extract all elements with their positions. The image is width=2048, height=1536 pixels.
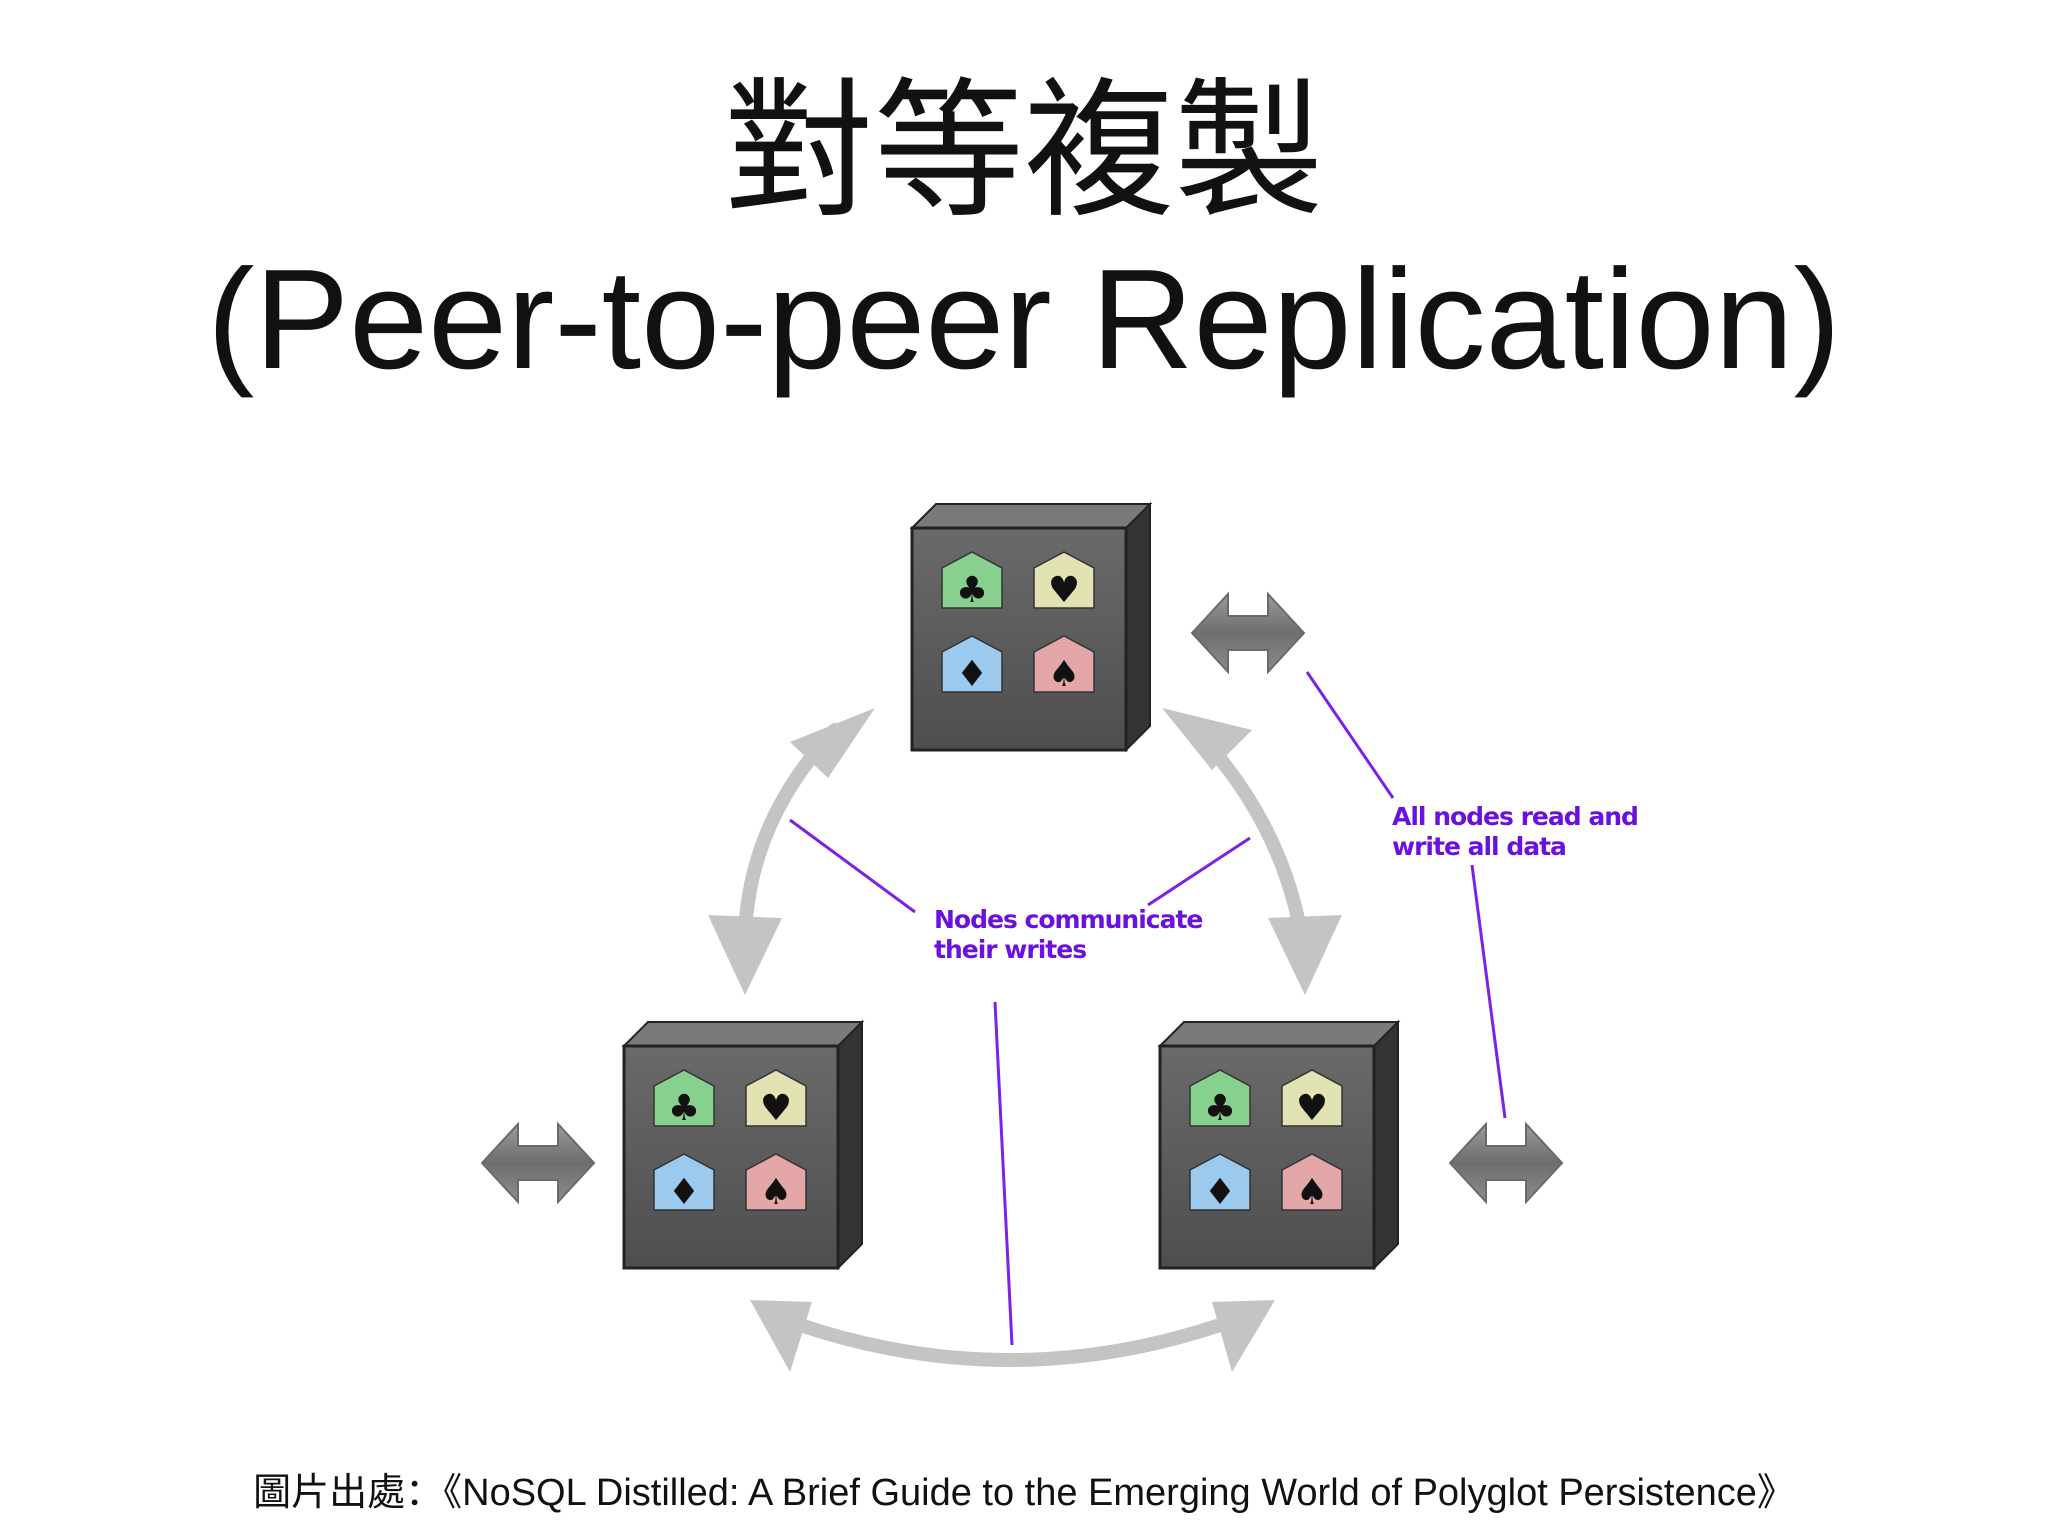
shard-club: [1189, 1069, 1251, 1127]
shard-diamond: [1189, 1153, 1251, 1211]
heart-icon: ♥: [1048, 570, 1080, 611]
image-source-caption: 圖片出處：《NoSQL Distilled: A Brief Guide to …: [253, 1472, 1795, 1514]
arrowhead-top-right: [1162, 708, 1252, 770]
leader-line-bottom: [993, 1001, 1014, 1346]
annotation-communicate-line2: their writes: [934, 935, 1086, 964]
shard-heart: [1281, 1069, 1343, 1127]
arrowhead-bottom-left: [708, 915, 782, 995]
slide-title-chinese: 對等複製: [723, 65, 1324, 239]
nodes: ♣ ♥ ♦ ♠ ♣ ♥ ♦ ♠ ♣ ♥ ♦ ♠: [621, 501, 1401, 1271]
diamond-icon: ♦: [668, 1172, 700, 1213]
arrowhead-bottom-left-2: [750, 1300, 812, 1372]
leader-line-right: [1147, 836, 1251, 907]
arrowhead-bottom-right-2: [1212, 1300, 1275, 1372]
annotation-communicate-line1: Nodes communicate: [934, 905, 1202, 934]
leader-line-top-right: [1305, 671, 1395, 799]
client-arrow-right: [1448, 1121, 1564, 1205]
shard-spade: [1033, 635, 1095, 693]
spade-icon: ♠: [1048, 654, 1080, 695]
client-arrow-top: [1190, 591, 1306, 675]
club-icon: ♣: [1204, 1088, 1236, 1129]
arrowhead-top-left: [790, 708, 875, 778]
node-bottom-right: ♣ ♥ ♦ ♠: [1157, 1019, 1401, 1271]
leader-line-left: [789, 818, 916, 914]
shard-club: [653, 1069, 715, 1127]
shard-heart: [745, 1069, 807, 1127]
shard-diamond: [653, 1153, 715, 1211]
diamond-icon: ♦: [1204, 1172, 1236, 1213]
replication-arrow-bottom: [793, 1318, 1227, 1367]
heart-icon: ♥: [760, 1088, 792, 1129]
club-icon: ♣: [668, 1088, 700, 1129]
client-arrow-left: [480, 1121, 596, 1205]
annotation-leader-lines: [789, 671, 1507, 1346]
node-bottom-left: ♣ ♥ ♦ ♠: [621, 1019, 865, 1271]
annotation-all-nodes-line2: write all data: [1392, 832, 1566, 861]
shard-diamond: [941, 635, 1003, 693]
spade-icon: ♠: [760, 1172, 792, 1213]
slide-title-english: (Peer-to-peer Replication): [207, 240, 1841, 399]
arrowhead-bottom-right: [1268, 915, 1342, 995]
annotation-all-nodes-line1: All nodes read and: [1392, 802, 1638, 831]
shard-spade: [1281, 1153, 1343, 1211]
shard-heart: [1033, 551, 1095, 609]
spade-icon: ♠: [1296, 1172, 1328, 1213]
heart-icon: ♥: [1296, 1088, 1328, 1129]
shard-spade: [745, 1153, 807, 1211]
node-top: ♣ ♥ ♦ ♠: [909, 501, 1153, 753]
club-icon: ♣: [956, 570, 988, 611]
client-double-arrows: [480, 591, 1564, 1205]
replication-arrowheads: [708, 708, 1342, 1372]
leader-line-right-down: [1470, 864, 1507, 1119]
diamond-icon: ♦: [956, 654, 988, 695]
shard-club: [941, 551, 1003, 609]
